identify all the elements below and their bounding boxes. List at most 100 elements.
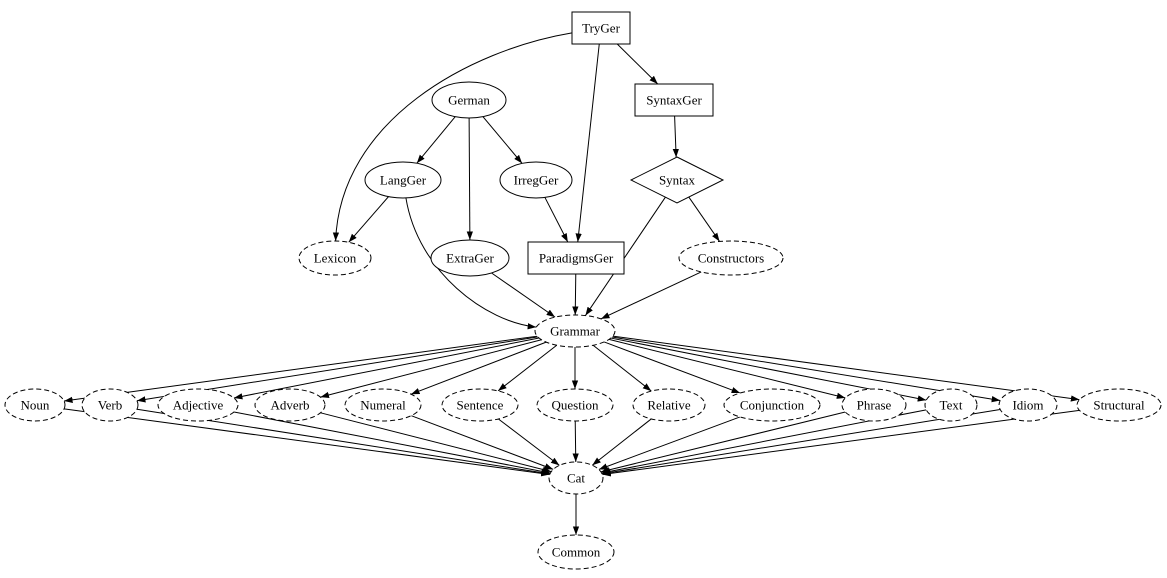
node-shape-Adjective: [157, 388, 239, 422]
node-Adjective: Adjective: [157, 388, 239, 422]
node-label-German: German: [448, 93, 490, 108]
node-shape-Grammar: [534, 314, 616, 348]
edge-Syntax-to-Constructors: [688, 196, 720, 242]
node-label-IrregGer: IrregGer: [514, 173, 559, 188]
edge-Adjective-to-Cat: [233, 411, 551, 475]
node-shape-LangGer: [364, 161, 442, 199]
node-TryGer: TryGer: [571, 11, 631, 45]
node-label-Syntax: Syntax: [659, 173, 696, 188]
node-Conjunction: Conjunction: [723, 388, 821, 422]
node-shape-Constructors: [678, 240, 784, 276]
node-ParadigmsGer: ParadigmsGer: [527, 241, 625, 275]
node-German: German: [431, 81, 507, 119]
edge-Phrase-to-Cat: [600, 411, 846, 473]
node-label-Cat: Cat: [567, 471, 585, 486]
edge-Relative-to-Cat: [591, 418, 652, 466]
edge-IrregGer-to-ParadigmsGer: [544, 197, 569, 243]
node-label-SyntaxGer: SyntaxGer: [646, 93, 702, 108]
node-Relative: Relative: [632, 388, 706, 422]
node-shape-Text: [924, 388, 978, 422]
edge-Conjunction-to-Cat: [598, 416, 741, 470]
node-label-LangGer: LangGer: [380, 173, 427, 188]
node-IrregGer: IrregGer: [499, 161, 573, 199]
node-label-Verb: Verb: [98, 398, 123, 413]
node-shape-ParadigmsGer: [527, 241, 625, 275]
node-shape-Structural: [1076, 388, 1162, 422]
node-Sentence: Sentence: [441, 388, 519, 422]
edge-Noun-to-Cat: [64, 408, 550, 477]
edge-ExtraGer-to-Grammar: [491, 272, 556, 318]
node-shape-Common: [537, 534, 615, 570]
node-shape-Verb: [81, 388, 139, 422]
edge-Grammar-to-Sentence: [497, 344, 558, 392]
node-ExtraGer: ExtraGer: [430, 239, 510, 277]
edge-TryGer-to-Lexicon: [332, 32, 573, 242]
node-label-ParadigmsGer: ParadigmsGer: [539, 251, 614, 266]
edge-Grammar-to-Phrase: [608, 338, 846, 399]
node-Adverb: Adverb: [254, 388, 326, 422]
edge-Grammar-to-Noun: [63, 335, 538, 403]
edge-Grammar-to-Adverb: [320, 339, 542, 398]
edge-LangGer-to-Lexicon: [348, 196, 389, 243]
node-shape-Cat: [548, 461, 604, 495]
node-Lexicon: Lexicon: [298, 240, 372, 276]
node-shape-IrregGer: [499, 161, 573, 199]
node-label-Constructors: Constructors: [698, 251, 764, 266]
edge-German-to-IrregGer: [482, 116, 523, 164]
node-label-Adjective: Adjective: [173, 398, 224, 413]
node-shape-German: [431, 81, 507, 119]
node-shape-Idiom: [998, 388, 1058, 422]
edge-Sentence-to-Cat: [498, 418, 560, 466]
node-Text: Text: [924, 388, 978, 422]
edge-Numeral-to-Cat: [411, 415, 554, 470]
node-shape-Sentence: [441, 388, 519, 422]
edge-Structural-to-Cat: [602, 409, 1080, 477]
node-Structural: Structural: [1076, 388, 1162, 422]
node-Numeral: Numeral: [344, 388, 422, 422]
node-shape-TryGer: [571, 11, 631, 45]
edge-Syntax-to-Grammar: [585, 196, 666, 316]
node-shape-Question: [536, 388, 614, 422]
node-label-Adverb: Adverb: [271, 398, 310, 413]
edge-TryGer-to-SyntaxGer: [616, 43, 659, 85]
node-label-Question: Question: [552, 398, 599, 413]
node-Cat: Cat: [548, 461, 604, 495]
node-Syntax: Syntax: [629, 156, 725, 204]
edge-Constructors-to-Grammar: [600, 271, 702, 320]
node-Phrase: Phrase: [841, 388, 907, 422]
node-shape-Conjunction: [723, 388, 821, 422]
node-label-Relative: Relative: [647, 398, 691, 413]
node-Noun: Noun: [4, 388, 66, 422]
node-SyntaxGer: SyntaxGer: [634, 83, 714, 117]
node-label-TryGer: TryGer: [582, 21, 620, 36]
node-shape-Adverb: [254, 388, 326, 422]
node-label-Numeral: Numeral: [360, 398, 406, 413]
node-label-Grammar: Grammar: [550, 324, 600, 339]
edge-SyntaxGer-to-Syntax: [672, 115, 679, 158]
edge-Grammar-to-Relative: [592, 344, 652, 392]
node-shape-Lexicon: [298, 240, 372, 276]
node-label-Noun: Noun: [21, 398, 50, 413]
node-shape-Relative: [632, 388, 706, 422]
node-label-Sentence: Sentence: [457, 398, 504, 413]
node-Idiom: Idiom: [998, 388, 1058, 422]
node-label-ExtraGer: ExtraGer: [446, 251, 494, 266]
edge-layer: [63, 32, 1080, 535]
edge-Grammar-to-Structural: [612, 335, 1080, 402]
node-Question: Question: [536, 388, 614, 422]
node-label-Common: Common: [552, 545, 601, 560]
edge-German-to-LangGer: [416, 116, 456, 164]
edge-LangGer-to-Grammar: [405, 197, 537, 330]
edge-Grammar-to-Conjunction: [603, 341, 741, 394]
edge-Question-to-Cat: [572, 420, 579, 463]
edge-Grammar-to-Adjective: [233, 337, 540, 400]
node-Verb: Verb: [81, 388, 139, 422]
node-Constructors: Constructors: [678, 240, 784, 276]
edge-ParadigmsGer-to-Grammar: [572, 273, 579, 316]
edge-Grammar-to-Numeral: [410, 341, 547, 395]
node-Grammar: Grammar: [534, 314, 616, 348]
node-label-Phrase: Phrase: [857, 398, 892, 413]
